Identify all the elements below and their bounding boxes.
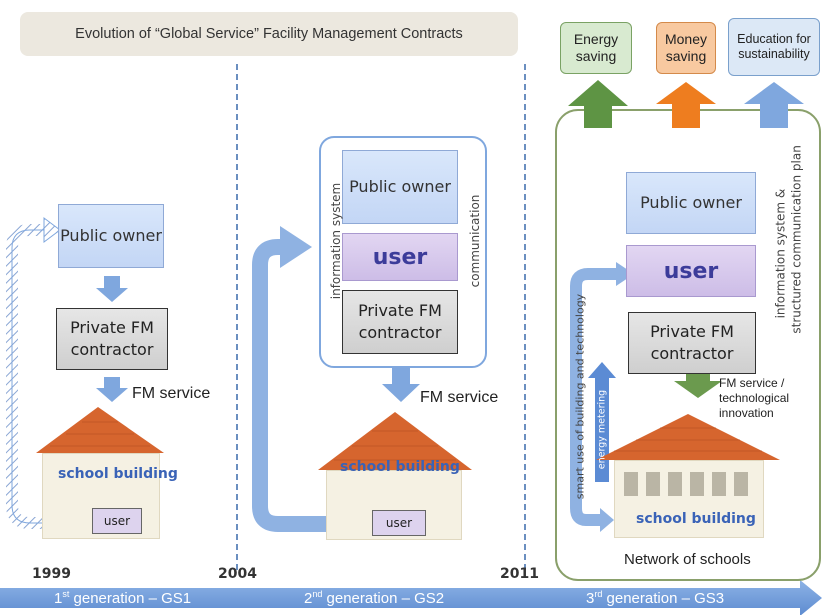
gen3-window [646, 472, 660, 496]
gen2-communication-label: communication [468, 194, 482, 288]
gen2-information-system-label: information system [329, 182, 343, 300]
gen1-suffix: st [62, 589, 70, 599]
gen3-smart-use-label: smart use of building and technology [573, 293, 587, 500]
gen3-info-system-line2: structured communication plan [789, 145, 803, 334]
energy-up-arrow [568, 80, 628, 128]
gen3-window [668, 472, 682, 496]
gen1-fm-service-label: FM service [132, 385, 211, 402]
gen2-user-small: user [372, 510, 426, 536]
gen3-window [734, 472, 748, 496]
gen2-contractor: Private FM contractor [342, 290, 458, 354]
money-up-arrow [656, 82, 716, 128]
gen3-info-system-line1: information system & [773, 188, 788, 319]
gen1-text: generation – GS1 [69, 590, 192, 607]
gen1-contractor: Private FM contractor [56, 308, 168, 370]
gen2-ordinal: 2 [304, 590, 313, 607]
gen1-arrow-service [96, 377, 128, 402]
gen3-suffix: rd [594, 589, 603, 599]
gen1-user-box: user [92, 508, 142, 534]
gen3-school-label: school building [636, 511, 756, 527]
gen1-roof [36, 407, 164, 453]
money-saving-box: Money saving [656, 22, 716, 74]
gen1-arrow-owner-contractor [96, 276, 128, 302]
gen3-text: generation – GS3 [602, 590, 725, 607]
gen3-contractor: Private FM contractor [628, 312, 756, 374]
gen3-window [690, 472, 704, 496]
gen2-frame [319, 136, 487, 368]
gen3-fm-service-label: FM service / technological innovation [719, 376, 789, 421]
year-1999: 1999 [32, 566, 71, 582]
gen2-user-box: user [342, 233, 458, 281]
year-2011: 2011 [500, 566, 539, 582]
gen3-service-line3: innovation [719, 406, 774, 420]
gen3-ordinal: 3 [586, 590, 595, 607]
timeline-arrow [0, 580, 822, 615]
gen2-arrow-service [382, 368, 420, 402]
diagram-title: Evolution of “Global Service” Facility M… [20, 12, 518, 56]
gen3-roof [596, 414, 780, 460]
education-box: Education for sustainability [728, 18, 820, 76]
gen2-fm-service-label: FM service [420, 389, 499, 406]
gen3-arrow-service [674, 373, 722, 398]
gen3-user-box: user [626, 245, 756, 297]
gen2-feedback-arrow [252, 239, 370, 532]
gen3-metering-label: energy metering [596, 389, 608, 470]
gen3-public-owner: Public owner [626, 172, 756, 234]
year-2004: 2004 [218, 566, 257, 582]
gen3-network-label: Network of schools [624, 551, 751, 568]
gen3-service-line2: technological [719, 391, 790, 405]
divider-2011 [524, 64, 526, 570]
generation-1-label: 1st generation – GS1 [54, 589, 191, 607]
gen3-service-line1: FM service / [719, 376, 785, 390]
gen3-smart-use-arrow [570, 268, 620, 526]
generation-3-label: 3rd generation – GS3 [586, 589, 724, 607]
generation-2-label: 2nd generation – GS2 [304, 589, 444, 607]
gen3-info-system-label: information system & structured communic… [773, 145, 804, 334]
gen1-school-label: school building [58, 466, 178, 482]
gen2-school-label: school building [340, 459, 460, 475]
gen2-suffix: nd [312, 589, 323, 599]
gen3-metering-arrow [588, 362, 616, 378]
gen3-window [712, 472, 726, 496]
gen3-window [624, 472, 638, 496]
gen2-text: generation – GS2 [322, 590, 445, 607]
gen1-ordinal: 1 [54, 590, 63, 607]
education-up-arrow [744, 82, 804, 128]
gen2-roof [318, 412, 472, 470]
gen1-public-owner: Public owner [58, 204, 164, 268]
gen2-public-owner: Public owner [342, 150, 458, 224]
divider-2004 [236, 64, 238, 570]
energy-saving-box: Energy saving [560, 22, 632, 74]
